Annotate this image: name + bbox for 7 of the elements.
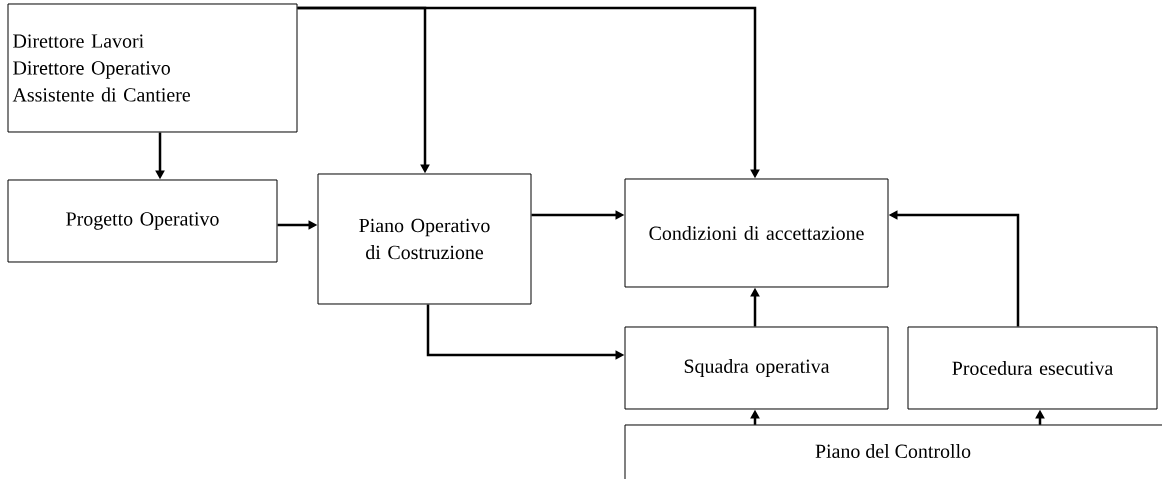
- process-box: Squadra operativa: [624, 326, 889, 410]
- role-box: Direttore Lavori Direttore Operativo Assistente di Cantiere: [7, 3, 298, 133]
- process-box: Piano Operativo di Costruzione: [317, 173, 532, 305]
- plan-box: Piano del Controllo: [624, 424, 1162, 479]
- process-box: Progetto Operativo: [7, 179, 278, 263]
- process-box: Procedura esecutiva: [907, 326, 1158, 410]
- process-box: Condizioni di accettazione: [624, 178, 889, 288]
